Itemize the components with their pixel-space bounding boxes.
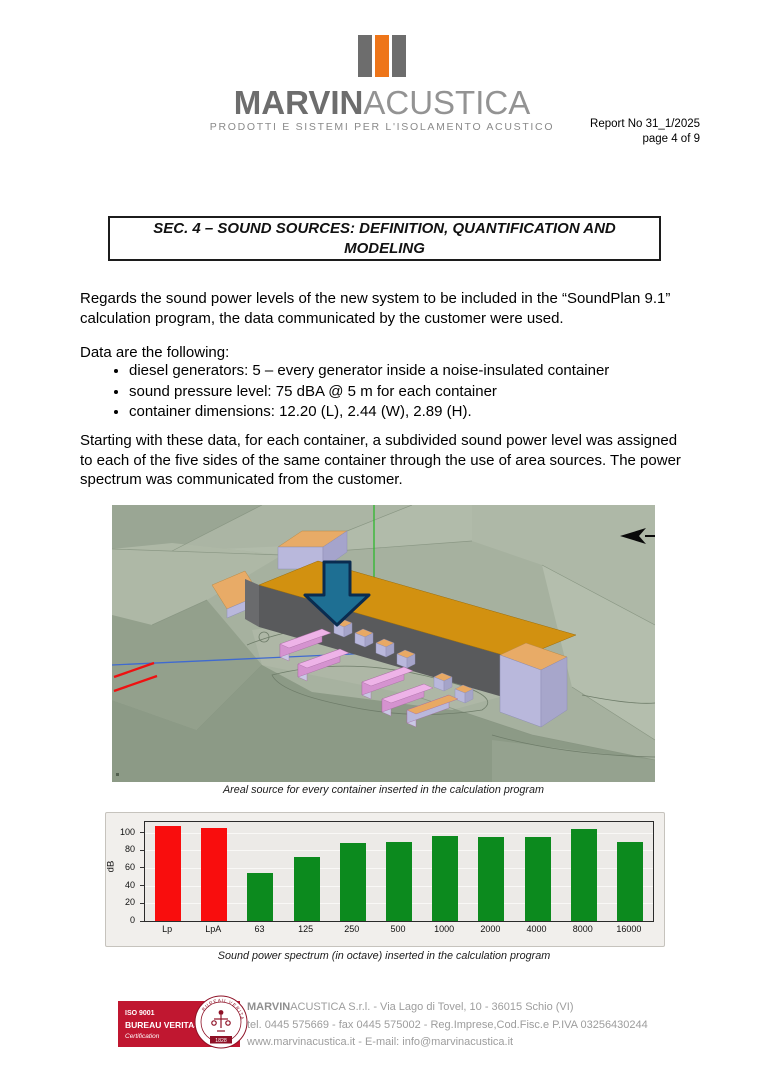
footer-line-contacts: tel. 0445 575669 - fax 0445 575002 - Reg… — [247, 1018, 648, 1031]
paragraph-modeling: Starting with these data, for each conta… — [80, 432, 681, 488]
bar-8000 — [570, 829, 597, 921]
bar-500 — [386, 842, 412, 921]
x-tick-label: 2000 — [480, 924, 501, 934]
y-tick-mark — [140, 885, 144, 887]
down-arrow-marker — [303, 560, 371, 627]
x-tick-label: 8000 — [572, 924, 593, 934]
footer-company-info: MARVINACUSTICA S.r.l. - Via Lago di Tove… — [247, 999, 648, 1052]
y-tick-mark — [140, 832, 144, 834]
x-tick-label: LpA — [205, 924, 222, 934]
y-tick-label: 20 — [124, 897, 135, 908]
brand-name-light: ACUSTICA — [363, 84, 531, 121]
badge-bv-text: BUREAU VERITAS — [125, 1020, 200, 1030]
page-number: page 4 of 9 — [642, 132, 700, 145]
figure1-caption: Areal source for every container inserte… — [222, 784, 545, 796]
x-tick-label: Lp — [162, 924, 173, 934]
bar-1000 — [432, 836, 459, 921]
x-tick-label: 4000 — [526, 924, 547, 934]
container-orange-top — [406, 694, 459, 728]
chart-y-labels: 0 20 40 60 80 100 — [106, 821, 139, 925]
gridline — [145, 832, 653, 834]
bullet-dimensions: container dimensions: 12.20 (L), 2.44 (W… — [129, 402, 702, 423]
y-tick-mark — [140, 920, 144, 922]
bar-Lp — [155, 826, 182, 921]
paragraph-data-intro: Data are the following: — [80, 344, 230, 361]
footer-line-web: www.marvinacustica.it - E-mail: info@mar… — [247, 1036, 514, 1048]
soundplan-3d-scene — [111, 504, 656, 782]
chart-plot-area — [140, 821, 654, 922]
iso-certification-badge: ISO 9001 BUREAU VERITAS Certification BU… — [116, 991, 270, 1058]
badge-iso-text: ISO 9001 — [125, 1010, 155, 1017]
brand-tagline: PRODOTTI E SISTEMI PER L'ISOLAMENTO ACUS… — [209, 121, 555, 133]
bar-LpA — [201, 828, 228, 921]
figure2-caption: Sound power spectrum (in octave) inserte… — [217, 950, 551, 962]
soundplan-3d-view — [111, 504, 656, 782]
y-tick-label: 100 — [119, 826, 135, 837]
report-info: Report No 31_1/2025 page 4 of 9 — [590, 117, 700, 146]
footer-brand-bold: MARVIN — [247, 1001, 291, 1013]
x-tick-label: 500 — [390, 924, 406, 934]
logo-bar-gray-right — [392, 35, 406, 77]
data-bullet-list: diesel generators: 5 – every generator i… — [80, 361, 702, 423]
y-tick-label: 60 — [124, 861, 135, 872]
north-arrow-icon — [620, 528, 655, 544]
x-tick-label: 250 — [344, 924, 360, 934]
badge-cert-text: Certification — [125, 1033, 160, 1040]
bullet-sound-pressure: sound pressure level: 75 dBA @ 5 m for e… — [129, 382, 702, 403]
y-tick-mark — [140, 902, 144, 904]
brand-name-bold: MARVIN — [233, 84, 364, 121]
chart-x-labels: Lp LpA 63 125 250 500 1000 2000 4000 8000 16000 — [144, 924, 652, 938]
y-tick-label: 80 — [124, 844, 135, 855]
footer-brand-rest: ACUSTICA S.r.l. - Via Lago di Tovel, 10 … — [290, 1001, 574, 1013]
bar-63 — [247, 873, 274, 921]
bar-2000 — [478, 837, 505, 921]
footer-line-address: MARVINACUSTICA S.r.l. - Via Lago di Tove… — [247, 999, 648, 1017]
x-tick-label: 125 — [298, 924, 314, 934]
bullet-generators: diesel generators: 5 – every generator i… — [129, 361, 702, 382]
small-source-cubes — [333, 618, 474, 704]
seal-year-band — [210, 1036, 232, 1044]
y-tick-mark — [140, 867, 144, 869]
report-number: Report No 31_1/2025 — [590, 118, 700, 130]
company-logo: MARVINACUSTICA PRODOTTI E SISTEMI PER L'… — [0, 35, 764, 133]
logo-bars-icon — [358, 35, 406, 77]
seal-figure-icon — [211, 1010, 231, 1032]
x-tick-label: 1000 — [434, 924, 455, 934]
y-tick-label: 40 — [124, 879, 135, 890]
area-source-containers — [279, 628, 459, 728]
bar-16000 — [616, 842, 643, 921]
bar-250 — [339, 843, 366, 921]
bar-125 — [293, 857, 320, 921]
y-tick-label: 0 — [129, 915, 135, 925]
paragraph-intro: Regards the sound power levels of the ne… — [80, 290, 671, 327]
bar-4000 — [524, 837, 551, 921]
y-tick-mark — [140, 849, 144, 851]
corner-dot — [116, 773, 119, 776]
x-tick-label: 63 — [254, 924, 265, 934]
brand-name: MARVINACUSTICA — [0, 86, 764, 119]
logo-bar-gray-left — [358, 35, 372, 77]
building-small-top — [277, 530, 348, 570]
section-title: SEC. 4 – SOUND SOURCES: DEFINITION, QUAN… — [108, 216, 661, 261]
x-tick-label: 16000 — [616, 924, 642, 934]
seal-year: 1828 — [215, 1038, 227, 1044]
logo-bar-orange — [375, 35, 389, 77]
building-right-block — [499, 642, 568, 728]
red-road-lines — [113, 661, 158, 693]
